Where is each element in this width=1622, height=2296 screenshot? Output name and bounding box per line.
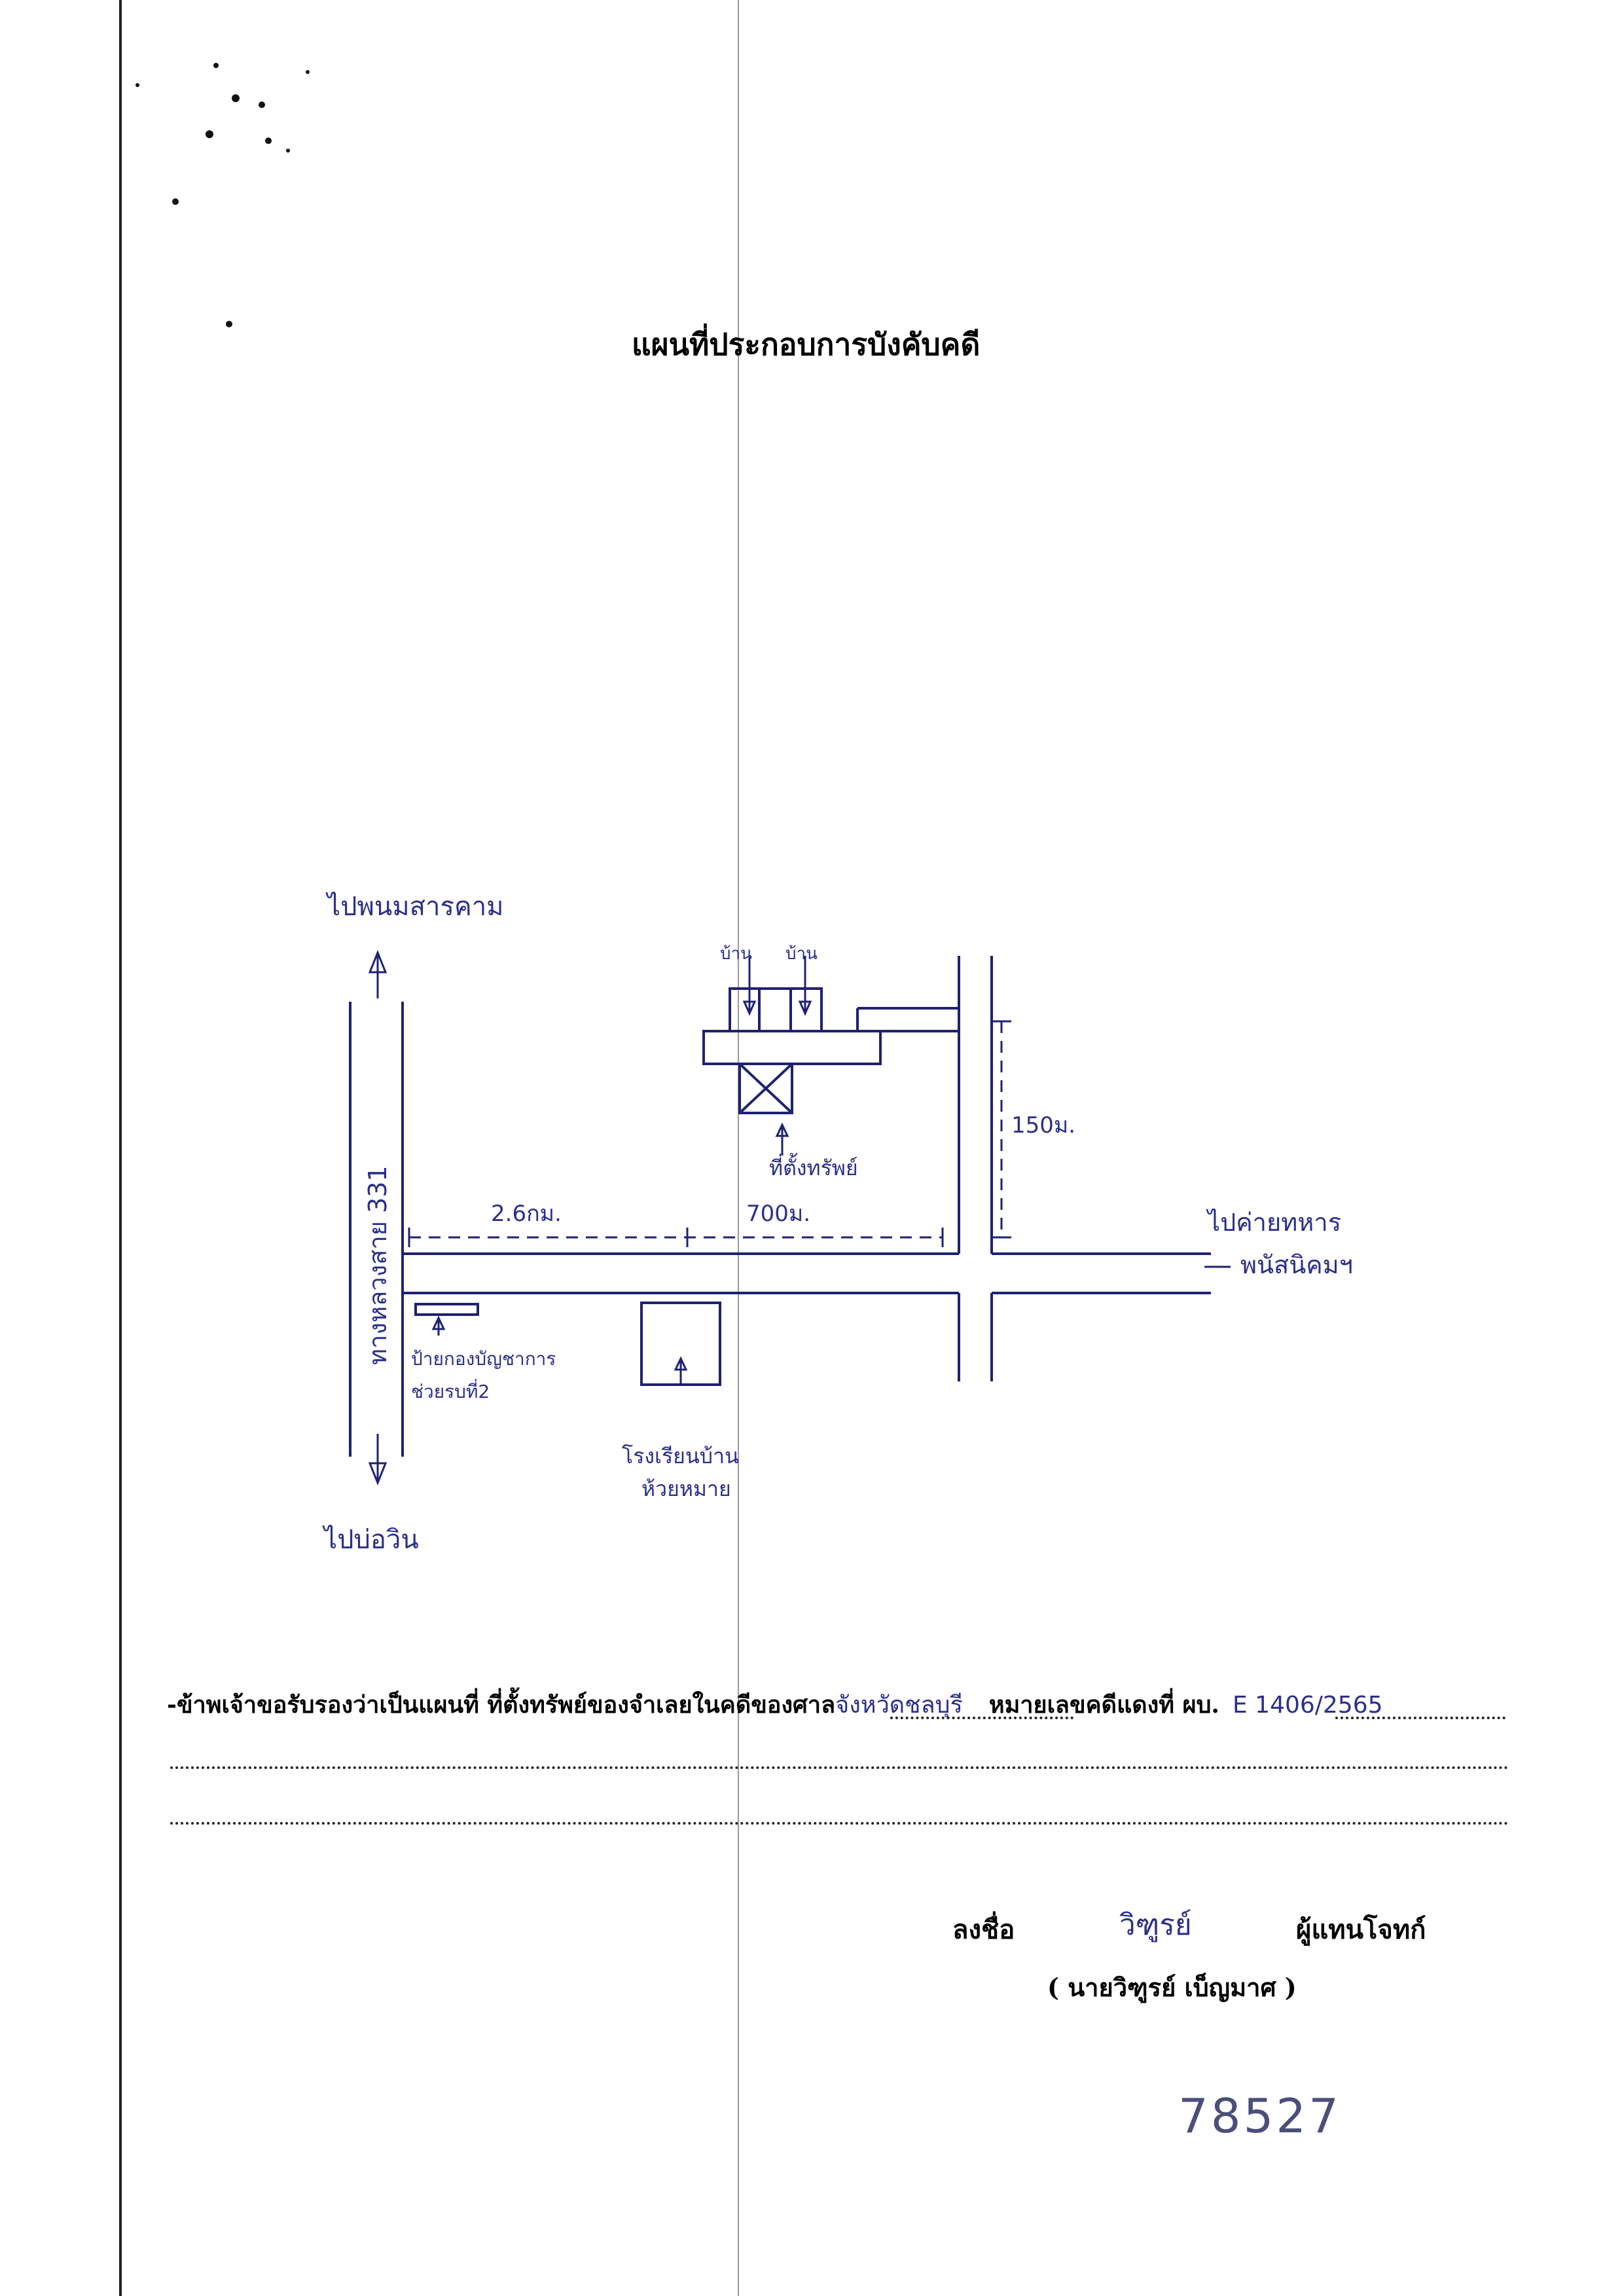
certification-prefix: -ข้าพเจ้าขอรับรองว่าเป็นแผนที่ ที่ตั้งทร…	[167, 1691, 836, 1719]
south-dest-label: ไปบ่อวิน	[322, 1525, 419, 1555]
sign-rect	[414, 1303, 479, 1316]
house-label-2: บ้าน	[785, 944, 818, 964]
certification-line: -ข้าพเจ้าขอรับรองว่าเป็นแผนที่ ที่ตั้งทร…	[167, 1686, 1383, 1723]
house-row-rect	[702, 1030, 882, 1065]
case-dotted-line	[1335, 1717, 1505, 1719]
reference-number: 78527	[1178, 2088, 1342, 2143]
sign-label-2: ช่วยรบที่2	[411, 1379, 490, 1402]
signature-role: ผู้แทนโจทก์	[1296, 1914, 1426, 1945]
property-label: ที่ตั้งทรัพย์	[769, 1153, 858, 1180]
margin-line	[119, 0, 122, 2296]
dotted-line-3	[170, 1822, 1509, 1825]
court-name: จังหวัดชลบุรี	[835, 1692, 963, 1719]
property-plot	[738, 1063, 793, 1114]
dotted-line-2	[170, 1766, 1509, 1769]
signer-name: ( นายวิฑูรย์ เบ็ญมาศ )	[1047, 1973, 1297, 2002]
east-dest-label-1: ไปค่ายทหาร	[1206, 1208, 1341, 1237]
access-path-step	[856, 1008, 882, 1064]
sign-label-1: ป้ายกองบัญชาการ	[411, 1348, 556, 1370]
case-number-label: หมายเลขคดีแดงที่ ผบ.	[988, 1691, 1219, 1719]
signature-mark: วิฑูรย์	[1119, 1908, 1192, 1942]
school-label-2: ห้วยหมาย	[641, 1476, 731, 1501]
east-dest-label-2: พนัสนิคมฯ	[1240, 1250, 1353, 1279]
page-title: แผนที่ประกอบการบังคับคดี	[632, 327, 981, 362]
distance-label-700m: 700ม.	[746, 1201, 810, 1227]
signature-label: ลงชื่อ	[952, 1914, 1015, 1945]
fold-line	[738, 0, 739, 2296]
case-number: E 1406/2565	[1232, 1692, 1383, 1719]
court-dotted-line	[890, 1717, 1073, 1719]
distance-label-2-6km: 2.6กม.	[491, 1201, 562, 1227]
school-label-1: โรงเรียนบ้าน	[622, 1444, 739, 1468]
distance-label-150m: 150ม.	[1011, 1112, 1075, 1139]
houses-rect	[729, 987, 823, 1032]
highway-label: ทางหลวงสาย 331	[363, 1165, 392, 1365]
north-dest-label: ไปพนมสารคาม	[325, 892, 504, 922]
house-label-1: บ้าน	[720, 944, 752, 964]
